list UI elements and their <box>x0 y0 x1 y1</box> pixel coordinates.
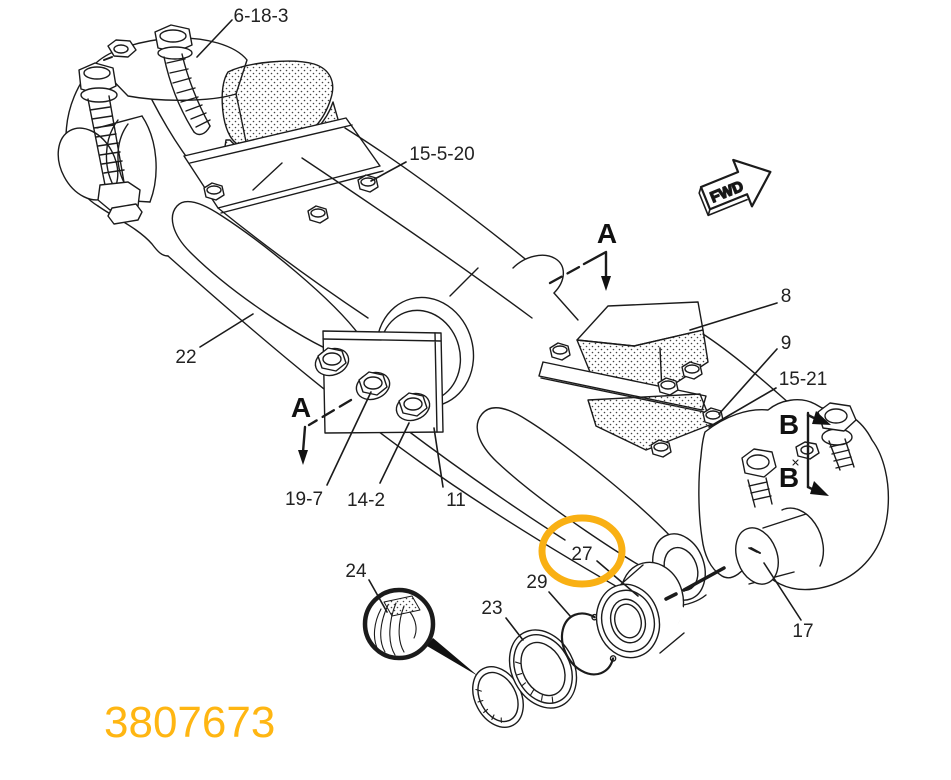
seal-ring <box>472 666 524 728</box>
section-marker-arrows <box>298 250 831 496</box>
callout-22: 22 <box>175 347 196 368</box>
section-label-b-lower: B <box>779 462 799 493</box>
bearing-27 <box>595 561 686 659</box>
callout-19-7: 19-7 <box>285 489 323 510</box>
section-label-a-upper: A <box>597 218 617 249</box>
callout-23: 23 <box>481 598 502 619</box>
callout-15-5-20: 15-5-20 <box>409 144 475 165</box>
seal-detail-magnifier <box>362 587 478 676</box>
callout-17: 17 <box>792 621 813 642</box>
callout-27: 27 <box>571 544 592 565</box>
mount-bolt-right <box>154 24 211 136</box>
highlight-ring-27 <box>538 514 626 588</box>
callout-6-18-3: 6-18-3 <box>234 6 289 27</box>
callout-24: 24 <box>345 561 367 582</box>
callout-15-21: 15-21 <box>779 369 828 390</box>
mount-bolt-left <box>78 62 143 225</box>
seal-ring-23 <box>508 629 578 709</box>
callout-29: 29 <box>526 572 547 593</box>
leader-lines <box>196 19 802 641</box>
fwd-arrow: FWD <box>698 158 772 217</box>
section-label-b-upper: B <box>779 409 799 440</box>
section-label-a-lower: A <box>291 392 311 423</box>
callout-11: 11 <box>446 490 466 511</box>
retainer-plate-11 <box>314 330 444 434</box>
rear-mount-pad <box>538 301 724 458</box>
callout-9: 9 <box>781 333 792 354</box>
part-number-watermark: 3807673 <box>104 698 275 747</box>
callout-labels: 6-18-3 15-5-20 8 9 15-21 22 19-7 14-2 11… <box>175 6 827 642</box>
snap-ring-29 <box>560 612 617 676</box>
callout-8: 8 <box>781 286 792 307</box>
callout-14-2: 14-2 <box>347 490 385 511</box>
